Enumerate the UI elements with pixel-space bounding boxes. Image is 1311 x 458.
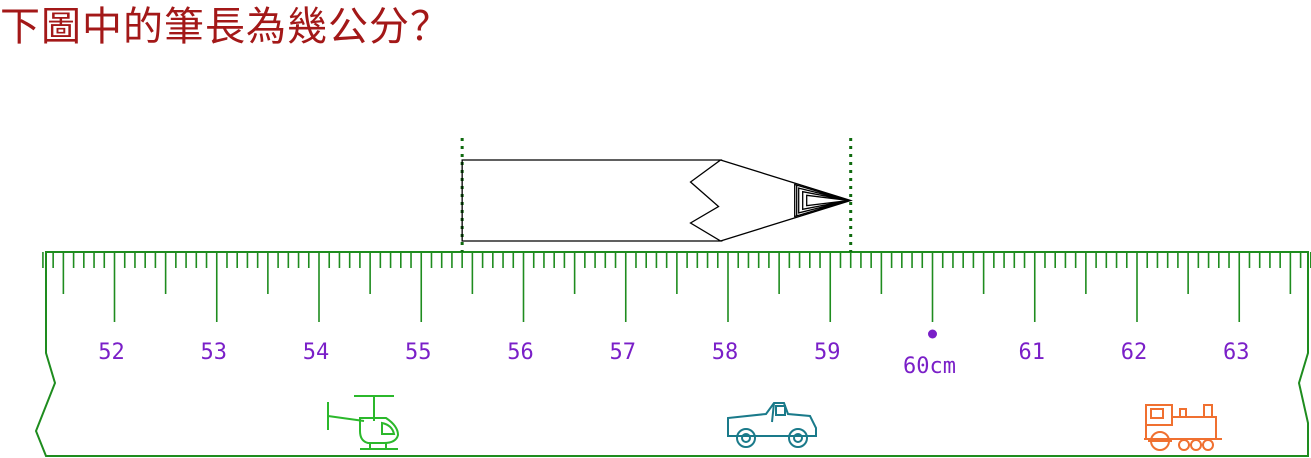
train-icon — [1144, 404, 1222, 451]
ruler-label: 56 — [507, 340, 534, 365]
ruler-label: 63 — [1223, 340, 1250, 365]
helicopter-icon — [327, 395, 400, 450]
ruler-label: 54 — [303, 340, 330, 365]
ruler-labels: 52 53 54 55 56 57 58 59 60cm 61 62 63 — [98, 340, 1249, 379]
ruler-outline — [34, 251, 1309, 457]
pencil-body — [461, 159, 853, 242]
ruler-label: 60cm — [903, 354, 956, 379]
ruler-label: 57 — [610, 340, 637, 365]
ruler-label: 58 — [712, 340, 739, 365]
ruler-label: 52 — [98, 340, 125, 365]
ruler-ticks — [42, 252, 1311, 322]
jeep-icon — [727, 402, 817, 448]
pencil-tip — [794, 183, 851, 218]
pencil — [460, 138, 853, 252]
ruler-label: 55 — [405, 340, 432, 365]
highlight-dot — [928, 329, 937, 339]
ruler-label: 62 — [1121, 340, 1148, 365]
ruler-label: 53 — [201, 340, 228, 365]
ruler-label: 61 — [1019, 340, 1046, 365]
question-title: 下圖中的筆長為幾公分？ — [0, 4, 451, 50]
ruler-label: 59 — [814, 340, 841, 365]
